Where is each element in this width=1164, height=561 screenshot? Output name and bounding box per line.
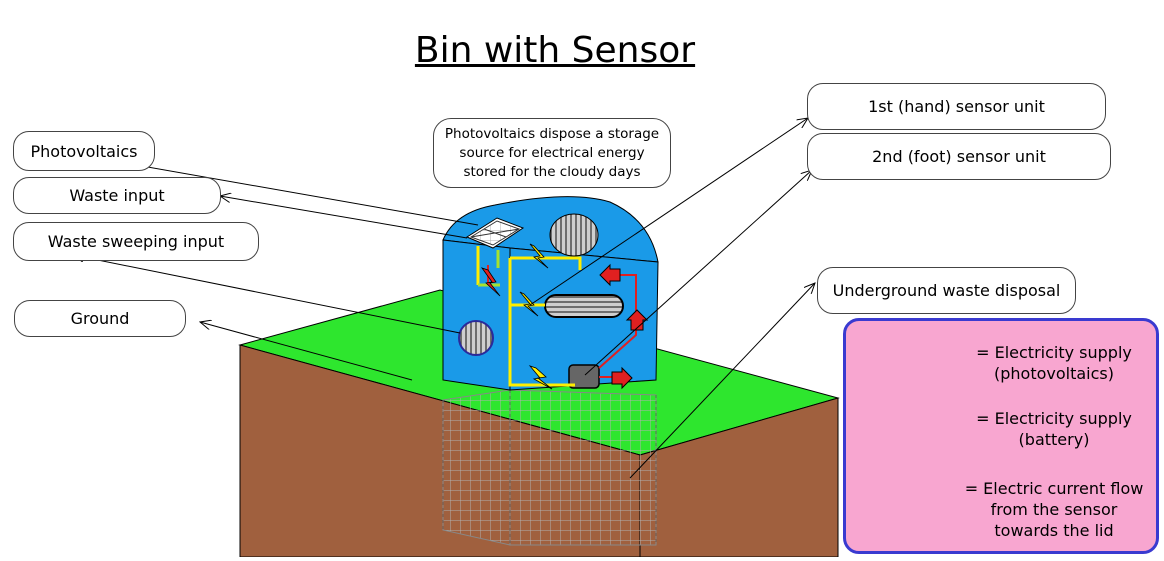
label-photovoltaics: Photovoltaics [13,131,155,171]
lid-opening [549,213,599,257]
pv-wiring [476,246,582,387]
label-underground-disposal: Underground waste disposal [817,267,1076,314]
diagram-title: Bin with Sensor [414,30,696,71]
label-sensor-2: 2nd (foot) sensor unit [807,133,1111,180]
legend-pv-line-2: (photovoltaics) [994,364,1114,383]
legend-battery-text: = Electricity supply (battery) [954,408,1154,450]
pv-bolt-icon [519,291,539,317]
legend-flow-line-3: towards the lid [994,521,1114,540]
legend-pv-text: = Electricity supply (photovoltaics) [954,342,1154,384]
legend-box: = Electricity supply (photovoltaics) = E… [843,318,1159,554]
photovoltaics-note: Photovoltaics dispose a storage source f… [433,118,671,188]
legend-flow-line-2: from the sensor [990,500,1118,519]
battery-bolt-icon [480,267,501,297]
solar-panel-icon [465,217,525,249]
sensor-unit-1 [544,294,624,318]
note-line-1: Photovoltaics dispose a storage [444,125,660,142]
label-sensor-1: 1st (hand) sensor unit [807,83,1106,130]
leader-lines [73,118,815,479]
legend-pv-line-1: = Electricity supply [976,343,1132,362]
waste-sweeping-opening [458,320,494,356]
underground-container-mid [509,389,657,546]
note-line-2: source for electrical energy [459,144,645,161]
label-waste-sweeping-input: Waste sweeping input [13,222,259,261]
note-line-3: stored for the cloudy days [463,163,641,180]
legend-battery-line-2: (battery) [1018,430,1090,449]
pv-bolt-icon [529,243,549,269]
legend-flow-line-1: = Electric current flow [964,479,1144,498]
label-waste-input: Waste input [13,177,221,214]
legend-battery-line-1: = Electricity supply [976,409,1132,428]
underground-container-front [442,389,511,546]
legend-flow-text: = Electric current flow from the sensor … [950,478,1158,541]
pv-bolt-icon [528,365,553,390]
label-ground: Ground [14,300,186,337]
flow-arrows [599,263,649,390]
